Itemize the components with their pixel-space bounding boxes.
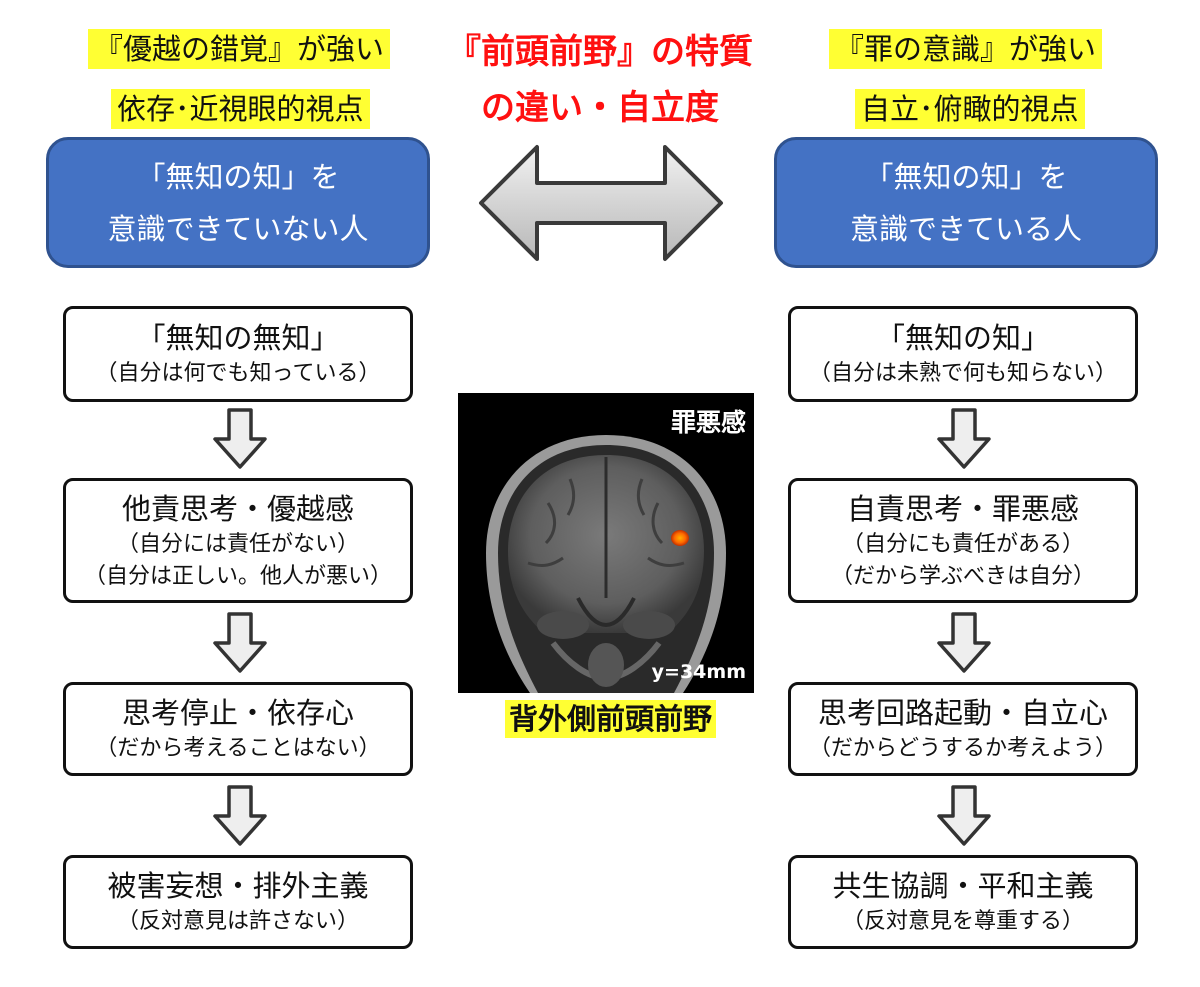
left-box-2-sub-2: （自分は正しい。他人が悪い）	[83, 563, 392, 589]
right-blue-box: 「無知の知」を 意識できている人	[774, 137, 1158, 268]
right-box-2-sub-1: （自分にも責任がある）	[841, 531, 1084, 557]
right-down-arrow-icon-1	[937, 408, 991, 469]
left-blue-line-2: 意識できていない人	[107, 211, 369, 246]
brain-mri-image: 罪悪感 y=34mm	[458, 393, 754, 693]
left-down-arrow-icon-2	[213, 612, 267, 673]
right-box-self-blame: 自責思考・罪悪感 （自分にも責任がある） （だから学ぶべきは自分）	[788, 478, 1138, 603]
left-down-arrow-icon-3	[213, 785, 267, 846]
left-heading-viewpoint: 依存･近視眼的視点	[111, 89, 370, 129]
left-heading-illusion: 『優越の錯覚』が強い	[88, 29, 391, 69]
left-box-dependency: 思考停止・依存心 （だから考えることはない）	[63, 682, 413, 776]
activation-blob	[671, 530, 689, 546]
right-box-coexistence: 共生協調・平和主義 （反対意見を尊重する）	[788, 855, 1138, 949]
left-down-arrow-icon-1	[213, 408, 267, 469]
left-box-4-sub: （反対意見は許さない）	[116, 909, 359, 934]
right-box-4-sub: （反対意見を尊重する）	[841, 909, 1084, 934]
left-box-1-sub: （自分は何でも知っている）	[95, 361, 381, 386]
right-box-1-sub: （自分は未熟で何も知らない）	[808, 361, 1117, 386]
right-heading-guilt: 『罪の意識』が強い	[829, 29, 1103, 69]
right-box-2-sub-2: （だから学ぶべきは自分）	[830, 563, 1095, 589]
right-box-1-main: 「無知の知」	[875, 321, 1050, 355]
left-box-blame: 他責思考・優越感 （自分には責任がない） （自分は正しい。他人が悪い）	[63, 478, 413, 603]
right-box-4-main: 共生協調・平和主義	[832, 869, 1094, 903]
center-title-line-2: の違い・自立度	[481, 88, 719, 128]
left-box-exclusion: 被害妄想・排外主義 （反対意見は許さない）	[63, 855, 413, 949]
right-blue-line-2: 意識できている人	[849, 211, 1082, 246]
brain-coronal-slice	[486, 435, 726, 693]
left-box-ignorance: 「無知の無知」 （自分は何でも知っている）	[63, 306, 413, 402]
right-down-arrow-icon-2	[937, 612, 991, 673]
double-arrow-icon	[479, 145, 723, 261]
left-blue-box: 「無知の知」を 意識できていない人	[46, 137, 430, 268]
left-blue-line-1: 「無知の知」を	[136, 159, 340, 194]
right-heading-viewpoint: 自立･俯瞰的視点	[855, 89, 1085, 129]
left-box-3-sub: （だから考えることはない）	[95, 736, 381, 761]
left-box-2-main: 他責思考・優越感	[121, 491, 354, 526]
right-box-3-main: 思考回路起動・自立心	[817, 696, 1108, 730]
center-title-line-1: 『前頭前野』の特質	[447, 32, 753, 72]
brain-label-coordinate: y=34mm	[651, 661, 746, 683]
left-box-2-sub-1: （自分には責任がない）	[116, 531, 359, 557]
left-box-1-main: 「無知の無知」	[136, 321, 340, 355]
right-box-awareness: 「無知の知」 （自分は未熟で何も知らない）	[788, 306, 1138, 402]
right-blue-line-1: 「無知の知」を	[864, 159, 1068, 194]
right-box-independence: 思考回路起動・自立心 （だからどうするか考えよう）	[788, 682, 1138, 776]
brain-caption-dlpfc: 背外側前頭前野	[505, 700, 717, 738]
right-box-2-main: 自責思考・罪悪感	[846, 491, 1079, 526]
left-box-4-main: 被害妄想・排外主義	[107, 869, 369, 903]
left-box-3-main: 思考停止・依存心	[121, 696, 354, 730]
right-box-3-sub: （だからどうするか考えよう）	[808, 736, 1117, 761]
right-down-arrow-icon-3	[937, 785, 991, 846]
brain-label-guilt: 罪悪感	[670, 408, 746, 437]
